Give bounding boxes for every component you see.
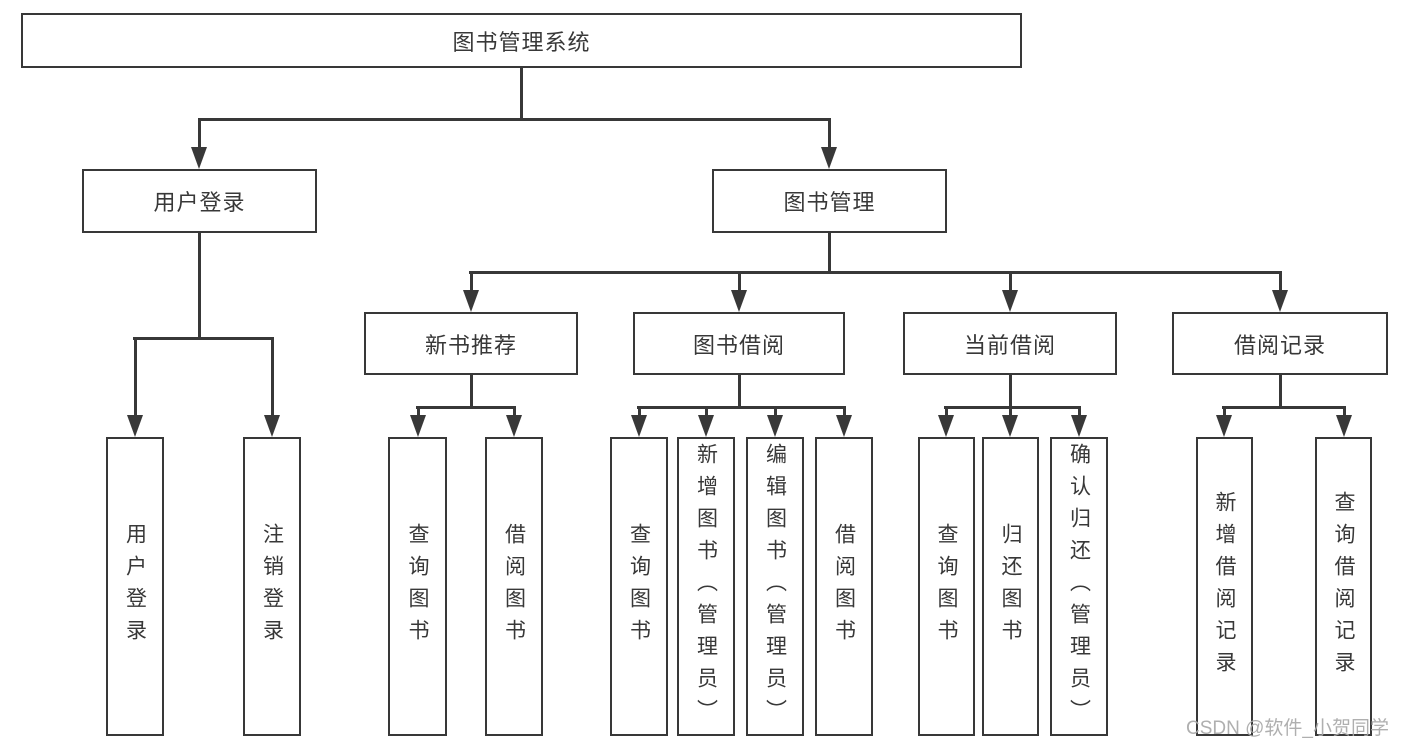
connector-br-query-drop (1343, 406, 1346, 417)
leaf-newbook-query-books-label: 查询图书 (406, 522, 429, 651)
connector-user-login-stem (198, 233, 201, 340)
connector-newbook-bar (416, 406, 515, 409)
watermark: CSDN @软件_小贺同学 (1186, 718, 1389, 739)
leaf-records-add-borrow-record: 新增借阅记录 (1196, 437, 1253, 736)
connector-borrowrecord-drop (1279, 271, 1282, 292)
connector-bb-borrow-drop (843, 406, 846, 417)
arrow-to-bb-query (631, 415, 647, 437)
leaf-user-login: 用户登录 (106, 437, 164, 736)
node-new-book-recommend: 新书推荐 (364, 312, 578, 375)
connector-cb-query-drop (945, 406, 948, 417)
connector-nb-query-drop (417, 406, 420, 417)
leaf-current-return-books: 归还图书 (982, 437, 1039, 736)
arrow-to-book-mgmt (821, 147, 837, 169)
leaf-borrowing-add-books-admin: 新增图书（管理员） (677, 437, 735, 736)
connector-bookborrow-stem (738, 375, 741, 409)
connector-newbook-drop (470, 271, 473, 292)
connector-bb-add-drop (705, 406, 708, 417)
arrow-to-bookborrow (731, 290, 747, 312)
connector-book-mgmt-drop (828, 118, 831, 148)
arrow-to-newbook (463, 290, 479, 312)
arrow-to-currentborrow (1002, 290, 1018, 312)
arrow-to-cb-return (1002, 415, 1018, 437)
arrow-to-nb-borrow (506, 415, 522, 437)
node-book-borrowing: 图书借阅 (633, 312, 845, 375)
arrow-to-cb-query (938, 415, 954, 437)
node-user-login: 用户登录 (82, 169, 317, 233)
arrow-to-user-login (191, 147, 207, 169)
leaf-borrowing-add-books-admin-label: 新增图书（管理员） (694, 442, 718, 731)
leaf-borrowing-borrow-books: 借阅图书 (815, 437, 873, 736)
connector-leaf-login-drop (134, 337, 137, 417)
leaf-borrowing-query-books-label: 查询图书 (627, 522, 651, 651)
leaf-current-confirm-return-admin-label: 确认归还（管理员） (1067, 442, 1091, 731)
leaf-newbook-borrow-books-label: 借阅图书 (502, 522, 526, 651)
connector-newbook-stem (470, 375, 473, 409)
arrow-to-bb-add (698, 415, 714, 437)
connector-br-add-drop (1223, 406, 1226, 417)
connector-bookborrow-bar (637, 406, 845, 409)
node-library-system: 图书管理系统 (21, 13, 1022, 68)
connector-nb-borrow-drop (513, 406, 516, 417)
connector-currentborrow-bar (944, 406, 1080, 409)
arrow-to-nb-query (410, 415, 426, 437)
leaf-current-confirm-return-admin: 确认归还（管理员） (1050, 437, 1108, 736)
connector-borrowrecord-bar (1222, 406, 1345, 409)
leaf-records-query-borrow-record: 查询借阅记录 (1315, 437, 1372, 736)
leaf-logout-login-label: 注销登录 (260, 522, 284, 651)
node-book-management: 图书管理 (712, 169, 947, 233)
connector-root-stem (520, 68, 523, 119)
connector-level3-bar (469, 271, 1281, 274)
leaf-newbook-query-books: 查询图书 (388, 437, 447, 736)
connector-cb-confirm-drop (1078, 406, 1081, 417)
leaf-current-return-books-label: 归还图书 (999, 522, 1022, 651)
connector-book-mgmt-stem (828, 233, 831, 274)
arrow-to-borrowrecord (1272, 290, 1288, 312)
arrow-to-cb-confirm (1071, 415, 1087, 437)
arrow-to-br-query (1336, 415, 1352, 437)
connector-currentborrow-stem (1009, 375, 1012, 409)
connector-bb-edit-drop (774, 406, 777, 417)
leaf-newbook-borrow-books: 借阅图书 (485, 437, 543, 736)
node-borrow-records: 借阅记录 (1172, 312, 1388, 375)
arrow-to-bb-borrow (836, 415, 852, 437)
leaf-user-login-label: 用户登录 (123, 522, 147, 651)
connector-bb-query-drop (638, 406, 641, 417)
connector-level2-bar (198, 118, 830, 121)
leaf-borrowing-edit-books-admin: 编辑图书（管理员） (746, 437, 804, 736)
leaf-borrowing-query-books: 查询图书 (610, 437, 668, 736)
connector-user-login-drop (198, 118, 201, 148)
leaf-borrowing-borrow-books-label: 借阅图书 (832, 522, 856, 651)
arrow-to-leaf-logout (264, 415, 280, 437)
node-current-borrowing: 当前借阅 (903, 312, 1117, 375)
leaf-logout-login: 注销登录 (243, 437, 301, 736)
leaf-records-query-borrow-record-label: 查询借阅记录 (1332, 490, 1355, 683)
arrow-to-leaf-login (127, 415, 143, 437)
connector-user-login-bar (133, 337, 273, 340)
leaf-current-query-books: 查询图书 (918, 437, 975, 736)
connector-borrowrecord-stem (1279, 375, 1282, 409)
connector-cb-return-drop (1009, 406, 1012, 417)
connector-currentborrow-drop (1009, 271, 1012, 292)
connector-leaf-logout-drop (271, 337, 274, 417)
leaf-current-query-books-label: 查询图书 (935, 522, 958, 651)
arrow-to-br-add (1216, 415, 1232, 437)
leaf-borrowing-edit-books-admin-label: 编辑图书（管理员） (763, 442, 787, 731)
connector-bookborrow-drop (738, 271, 741, 292)
leaf-records-add-borrow-record-label: 新增借阅记录 (1213, 490, 1236, 683)
arrow-to-bb-edit (767, 415, 783, 437)
